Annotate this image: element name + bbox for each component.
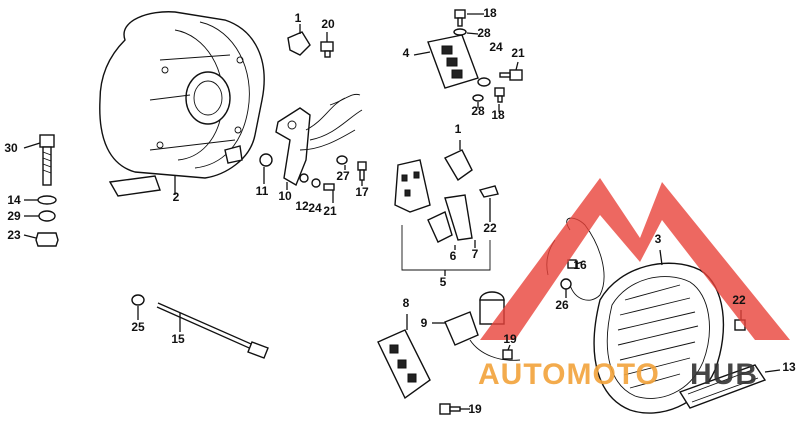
part-13-label-plate xyxy=(678,364,781,409)
part-21-bolt-right xyxy=(499,61,523,81)
part-19-screw-lower xyxy=(439,403,470,415)
callout-17-c17: 17 xyxy=(355,185,369,199)
callout-1-c1b: 1 xyxy=(455,122,462,136)
callout-25-c25: 25 xyxy=(131,320,145,334)
callout-22-c22a: 22 xyxy=(483,221,497,235)
watermark-word-part2: HUB xyxy=(690,358,758,391)
callout-4-c4: 4 xyxy=(403,46,410,60)
callout-29-c29: 29 xyxy=(7,209,21,223)
part-11-grommet xyxy=(259,153,273,167)
part-10-bracket xyxy=(275,93,363,190)
callout-28-c28b: 28 xyxy=(471,104,485,118)
part-1-clip-middle xyxy=(444,140,473,182)
watermark-logo xyxy=(480,178,790,340)
callout-13-c13: 13 xyxy=(782,360,796,374)
callout-5-c5: 5 xyxy=(440,275,447,289)
callout-26-c26: 26 xyxy=(555,298,569,312)
part-18-28-screw-lower xyxy=(472,87,505,112)
callout-10-c10: 10 xyxy=(278,189,292,203)
part-28-washer-top xyxy=(453,28,467,36)
callout-7-c7: 7 xyxy=(472,247,479,261)
part-8-rectifier xyxy=(377,314,431,400)
callout-23-c23: 23 xyxy=(7,228,21,242)
callout-30-c30: 30 xyxy=(4,141,18,155)
leader-28-top xyxy=(466,32,479,35)
callout-8-c8: 8 xyxy=(403,296,410,310)
callout-22-c22b: 22 xyxy=(732,293,746,307)
watermark-text: AUTOMOTO HUB xyxy=(478,358,758,391)
part-20-screw xyxy=(320,32,334,58)
part-12-washer xyxy=(299,173,309,183)
callout-3-c3: 3 xyxy=(655,232,662,246)
part-2-housing xyxy=(99,11,265,197)
callout-14-c14: 14 xyxy=(7,193,21,207)
callout-11-c11: 11 xyxy=(256,184,269,198)
callout-20-c20: 20 xyxy=(321,17,335,31)
part-21-bolt xyxy=(323,183,335,203)
part-30-bolt xyxy=(23,134,55,186)
callout-18-c18a: 18 xyxy=(483,6,497,20)
callout-2-c2: 2 xyxy=(173,190,180,204)
callout-21-c21a: 21 xyxy=(511,46,525,60)
part-24-washer-right xyxy=(477,77,491,87)
callout-19-c19b: 19 xyxy=(468,402,482,416)
callout-9-c9: 9 xyxy=(421,316,428,330)
part-29-lock-washer xyxy=(38,210,56,222)
callout-28-c28a: 28 xyxy=(477,26,491,40)
callout-21-c21b: 21 xyxy=(323,204,337,218)
part-25-washer xyxy=(131,294,145,306)
part-16-screw xyxy=(567,259,583,269)
part-17-screw xyxy=(357,161,367,186)
part-1-clip-top xyxy=(287,24,311,56)
callout-16-c16: 16 xyxy=(573,258,587,272)
part-15-through-bolt xyxy=(156,302,269,359)
part-3-rear-cover xyxy=(546,217,725,414)
left-stack-leaders xyxy=(23,199,39,239)
part-22-screw-middle xyxy=(478,185,499,222)
part-19-screw-middle xyxy=(502,344,513,360)
callout-12-c12: 12 xyxy=(295,199,309,213)
part-23-nut xyxy=(35,232,59,247)
part-24-washer xyxy=(311,178,321,188)
part-5-brush-assembly xyxy=(394,159,491,276)
callout-18-c18b: 18 xyxy=(491,108,505,122)
callout-15-c15: 15 xyxy=(171,332,185,346)
part-18-screw-top xyxy=(454,9,484,27)
part-4-terminal-block xyxy=(413,34,479,89)
callout-27-c27: 27 xyxy=(336,169,350,183)
watermark-word-part1: AUTOMOTO xyxy=(478,358,660,391)
part-9-capacitor xyxy=(432,291,521,361)
part-26-washer xyxy=(560,278,572,298)
callout-24-c24b: 24 xyxy=(308,201,322,215)
callout-1-c1a: 1 xyxy=(295,11,302,25)
part-14-washer xyxy=(37,195,57,205)
callout-6-c6: 6 xyxy=(450,249,457,263)
callout-19-c19a: 19 xyxy=(503,332,517,346)
part-27-washer xyxy=(336,155,348,170)
callout-24-c24a: 24 xyxy=(489,40,503,54)
